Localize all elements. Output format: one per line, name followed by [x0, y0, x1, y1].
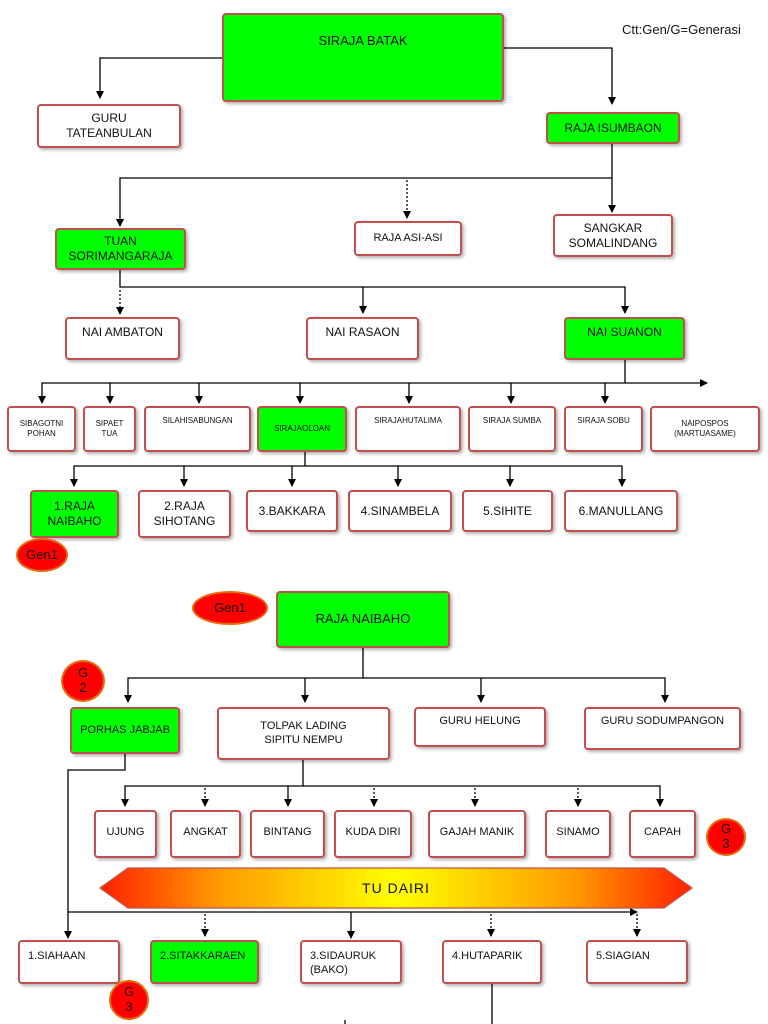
node-angkat[interactable]: ANGKAT: [170, 810, 241, 858]
node-guru-sodumpangon[interactable]: GURU SODUMPANGON: [584, 707, 741, 750]
node-sitakkaraen[interactable]: 2.SITAKKARAEN: [150, 940, 259, 984]
node-sipaet-tua[interactable]: SIPAET TUA: [83, 406, 136, 452]
node-tolpak-lading[interactable]: TOLPAK LADING SIPITU NEMPU: [217, 707, 390, 760]
node-nai-suanon[interactable]: NAI SUANON: [564, 317, 685, 360]
node-bakkara[interactable]: 3.BAKKARA: [246, 490, 338, 532]
node-nai-rasaon[interactable]: NAI RASAON: [306, 317, 419, 360]
tu-dairi-banner-arrow: [98, 867, 694, 909]
node-sinambela[interactable]: 4.SINAMBELA: [348, 490, 452, 532]
node-silahisabungan[interactable]: SILAHISABUNGAN: [144, 406, 251, 452]
gen1-badge-top: Gen1: [16, 538, 68, 572]
g3-badge-bottom: G 3: [109, 980, 149, 1020]
node-siahaan[interactable]: 1.SIAHAAN: [18, 940, 120, 984]
node-porhas-jabjab[interactable]: PORHAS JABJAB: [70, 707, 180, 754]
node-sibagotni-pohan[interactable]: SIBAGOTNI POHAN: [7, 406, 76, 452]
gen1-badge-bottom: Gen1: [192, 591, 268, 625]
node-siagian[interactable]: 5.SIAGIAN: [586, 940, 688, 984]
node-raja-naibaho-1[interactable]: 1.RAJA NAIBAHO: [30, 490, 119, 538]
node-sidauruk[interactable]: 3.SIDAURUK (BAKO): [300, 940, 402, 984]
node-sangkar-somalindang[interactable]: SANGKAR SOMALINDANG: [553, 214, 673, 257]
tu-dairi-banner-label: TU DAIRI: [362, 880, 430, 896]
node-capah[interactable]: CAPAH: [629, 810, 696, 858]
node-raja-naibaho[interactable]: RAJA NAIBAHO: [276, 591, 450, 648]
node-sihite[interactable]: 5.SIHITE: [462, 490, 553, 532]
g2-badge: G 2: [61, 660, 105, 702]
node-siraja-batak[interactable]: SIRAJA BATAK: [222, 13, 504, 102]
g3-badge-right: G 3: [706, 818, 746, 856]
node-naipospos[interactable]: NAIPOSPOS (MARTUASAME): [650, 406, 760, 452]
node-tuan-sorimangaraja[interactable]: TUAN SORIMANGARAJA: [55, 228, 186, 270]
node-bintang[interactable]: BINTANG: [250, 810, 325, 858]
legend-note: Ctt:Gen/G=Generasi: [622, 22, 741, 37]
node-guru-tateanbulan[interactable]: GURU TATEANBULAN: [37, 104, 181, 148]
node-sinamo[interactable]: SINAMO: [545, 810, 611, 858]
node-manullang[interactable]: 6.MANULLANG: [564, 490, 678, 532]
node-siraja-sobu[interactable]: SIRAJA SOBU: [564, 406, 643, 452]
node-ujung[interactable]: UJUNG: [94, 810, 157, 858]
node-sirajahutalima[interactable]: SIRAJAHUTALIMA: [355, 406, 461, 452]
node-raja-sihotang[interactable]: 2.RAJA SIHOTANG: [138, 490, 231, 538]
node-kuda-diri[interactable]: KUDA DIRI: [334, 810, 412, 858]
node-raja-isumbaon[interactable]: RAJA ISUMBAON: [546, 112, 680, 144]
node-guru-helung[interactable]: GURU HELUNG: [414, 707, 546, 747]
node-raja-asi-asi[interactable]: RAJA ASI-ASI: [354, 221, 462, 256]
node-hutaparik[interactable]: 4.HUTAPARIK: [442, 940, 542, 984]
node-nai-ambaton[interactable]: NAI AMBATON: [65, 317, 180, 360]
node-siraja-sumba[interactable]: SIRAJA SUMBA: [468, 406, 556, 452]
node-gajah-manik[interactable]: GAJAH MANIK: [428, 810, 526, 858]
node-sirajaoloan[interactable]: SIRAJAOLOAN: [257, 406, 347, 452]
